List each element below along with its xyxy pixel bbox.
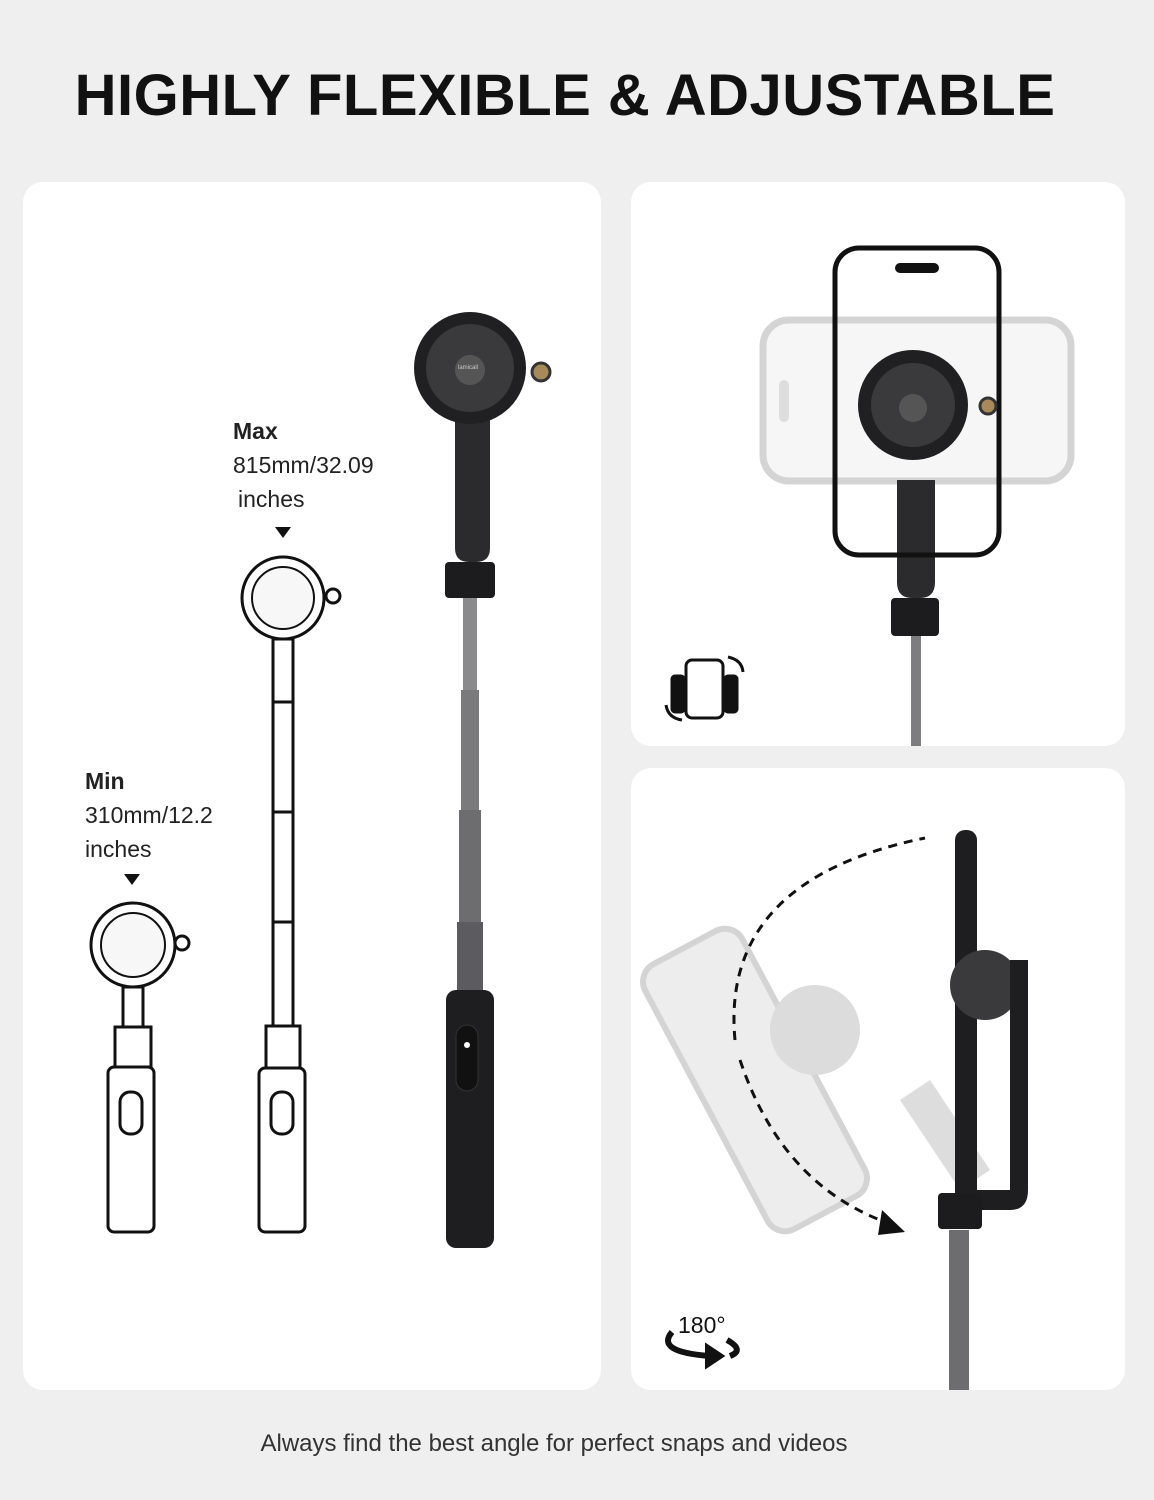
page-title: HIGHLY FLEXIBLE & ADJUSTABLE [74, 63, 1056, 128]
selfie-stick-extended [414, 312, 552, 1248]
min-arrow-icon [124, 874, 140, 885]
rotate-180-icon [665, 1330, 740, 1370]
max-unit: inches [238, 486, 305, 512]
min-unit: inches [85, 836, 152, 862]
max-title: Max [233, 418, 278, 444]
max-arrow-icon [275, 527, 291, 538]
rotate-orientation-icon [664, 655, 745, 722]
ghost-phone [640, 925, 990, 1235]
brand-logo: lamicall [458, 365, 479, 371]
rotation-arrow-icon [878, 1210, 905, 1235]
caption: Always find the best angle for perfect s… [260, 1430, 848, 1457]
min-length-outline-icon [89, 901, 191, 1234]
min-title: Min [85, 768, 125, 794]
max-value: 815mm/32.09 [233, 452, 374, 478]
phone-portrait [832, 245, 1002, 558]
max-length-label: Max 815mm/32.09 inches [233, 414, 374, 516]
rotation-badge: 180° [678, 1312, 726, 1338]
max-length-outline-icon [240, 555, 342, 1234]
min-value: 310mm/12.2 [85, 802, 213, 828]
min-length-label: Min 310mm/12.2 inches [85, 764, 213, 866]
